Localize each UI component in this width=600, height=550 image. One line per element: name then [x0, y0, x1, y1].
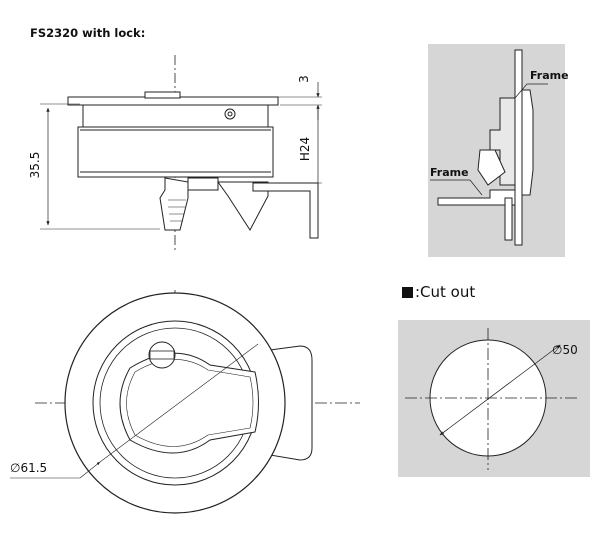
frame-label-top: Frame [530, 69, 569, 82]
dim-flange: 3 [297, 75, 311, 83]
frame-label-bottom: Frame [430, 166, 469, 179]
cutout-view [398, 320, 590, 477]
dim-inner-height: H24 [298, 136, 312, 162]
dim-outer-diameter: ∅61.5 [10, 461, 48, 475]
body [82, 104, 269, 128]
cutout-label-text: :Cut out [415, 283, 476, 301]
frame-detail [428, 44, 565, 257]
front-view [10, 290, 360, 514]
dim-height-total: 35.5 [28, 151, 42, 179]
cutout-heading: :Cut out [402, 283, 475, 301]
dim-cutout-diameter: ∅50 [552, 343, 578, 357]
drawing-title: FS2320 with lock: [30, 26, 146, 40]
side-view [40, 55, 322, 250]
square-bullet-icon [402, 287, 413, 298]
